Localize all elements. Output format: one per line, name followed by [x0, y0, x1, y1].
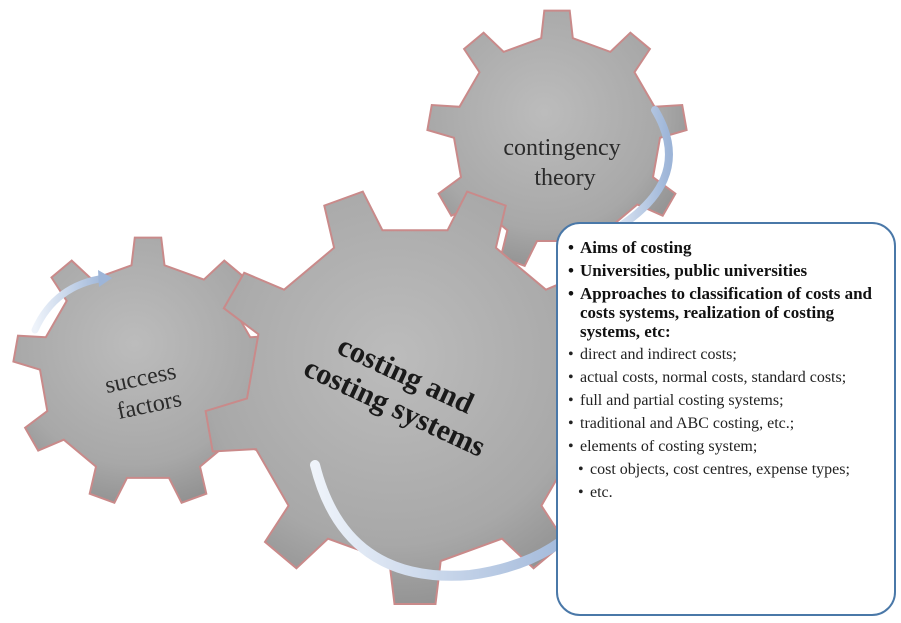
info-sub-item: etc. [578, 483, 884, 502]
info-sub-item: cost objects, cost centres, expense type… [578, 460, 884, 479]
gear-top-label: contingency theory [503, 135, 626, 191]
info-item: actual costs, normal costs, standard cos… [568, 368, 884, 387]
info-box: Aims of costing Universities, public uni… [556, 222, 896, 616]
info-bold-item: Aims of costing [568, 238, 884, 257]
info-bold-item: Universities, public universities [568, 261, 884, 280]
arrow-center-gear [310, 460, 590, 581]
info-list: Aims of costing Universities, public uni… [568, 238, 884, 502]
info-item: full and partial costing systems; [568, 391, 884, 410]
arrow-left-gear-head [98, 270, 112, 287]
info-item: elements of costing system; [568, 437, 884, 456]
info-item: traditional and ABC costing, etc.; [568, 414, 884, 433]
info-bold-item: Approaches to classification of costs an… [568, 284, 884, 341]
arrow-left-gear [31, 274, 109, 334]
info-item: direct and indirect costs; [568, 345, 884, 364]
